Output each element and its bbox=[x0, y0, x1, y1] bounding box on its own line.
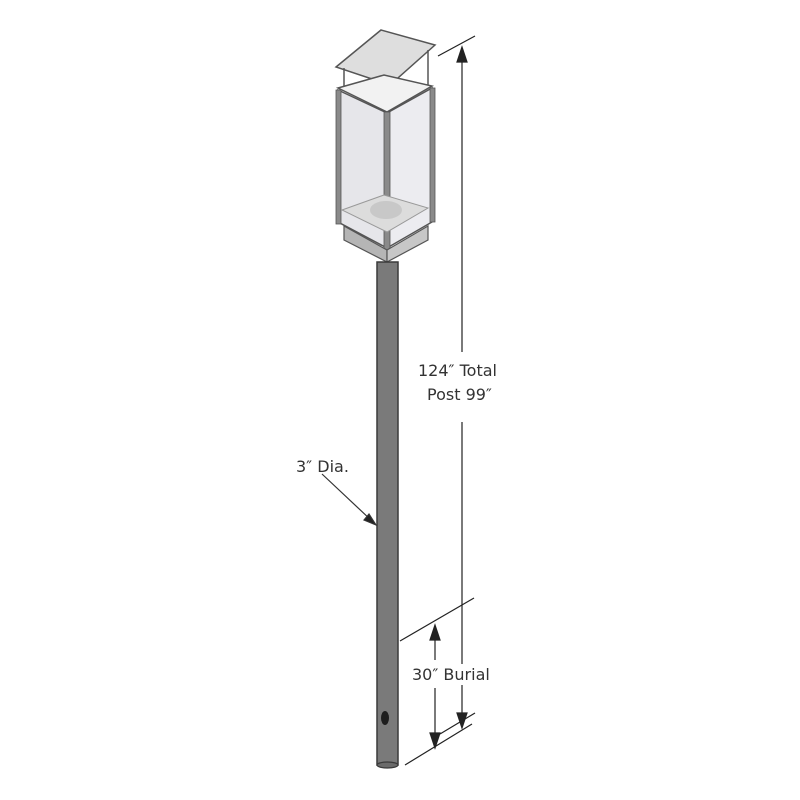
post bbox=[376, 261, 399, 769]
burial-label: 30″ Burial bbox=[412, 664, 490, 685]
burial-dimension bbox=[399, 597, 475, 766]
total-height-label: 124″ Total bbox=[418, 360, 497, 381]
lantern-body bbox=[335, 86, 436, 251]
diameter-leader bbox=[321, 473, 378, 527]
diameter-label: 3″ Dia. bbox=[296, 457, 349, 476]
lantern-top-rim bbox=[335, 74, 435, 113]
post-height-label: Post 99″ bbox=[427, 384, 492, 405]
post-hole bbox=[381, 711, 389, 725]
